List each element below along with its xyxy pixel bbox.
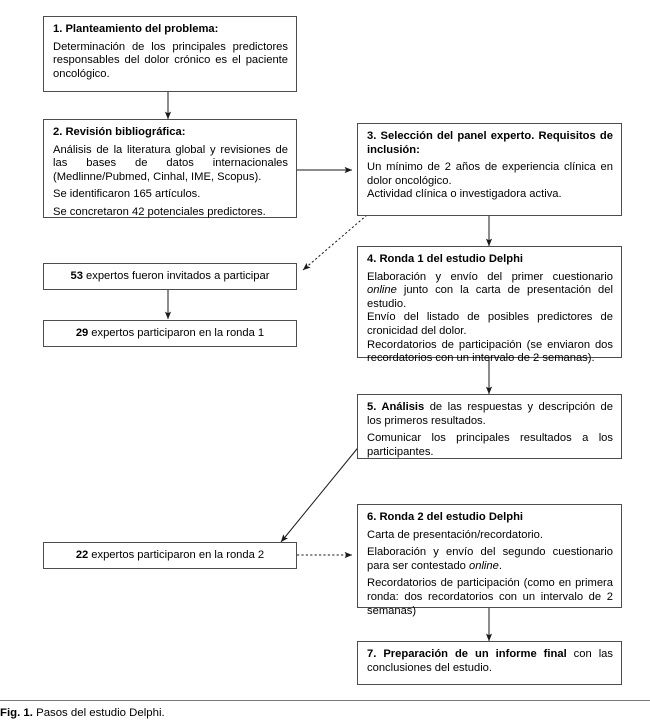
- step-box-6-body-2-part-a: Elaboración y envío del segundo cuestion…: [367, 546, 613, 572]
- step-box-6-body-1: Carta de presentación/recordatorio.: [367, 528, 543, 541]
- figure-caption-text: Pasos del estudio Delphi.: [36, 707, 165, 719]
- step-box-5-heading: 5. Análisis de las respuestas y descripc…: [367, 401, 613, 428]
- step-box-5: 5. Análisis de las respuestas y descripc…: [357, 394, 622, 459]
- result-pill-round2-text: expertos participaron en la ronda 2: [91, 549, 265, 561]
- step-box-5-body-2: Comunicar los principales resultados a l…: [367, 432, 613, 458]
- result-pill-round1-number: 29: [75, 327, 89, 339]
- step-box-6-body-2-emphasis: online: [469, 559, 499, 572]
- result-pill-invited-text: expertos fueron invitados a participar: [86, 270, 270, 282]
- step-box-5-heading-bold: Análisis: [381, 401, 425, 413]
- step-box-7-heading-bold: Preparación de un informe final: [383, 648, 567, 660]
- figure-caption-label: Fig. 1.: [0, 707, 33, 719]
- step-box-4-body-1-part-a: Elaboración y envío del primer cuestiona…: [367, 270, 613, 283]
- step-box-6-heading: 6. Ronda 2 del estudio Delphi: [367, 511, 524, 523]
- step-box-4-body-1-part-b: junto con la carta de presentación del e…: [367, 284, 613, 310]
- step-box-1-body-1: Determinación de los principales predict…: [53, 40, 288, 80]
- step-box-7: 7. Preparación de un informe final con l…: [357, 641, 622, 685]
- step-box-4-body-3: Recordatorios de participación (se envia…: [367, 338, 613, 365]
- step-box-4-body-1-emphasis: online: [367, 284, 397, 297]
- step-box-6-body-3: Recordatorios de participación (como en …: [367, 577, 613, 617]
- step-box-3-body-2: Actividad clínica o investigadora activa…: [367, 188, 562, 201]
- connector-box5-to-round2: [280, 443, 362, 543]
- caption-divider: [0, 700, 650, 701]
- step-box-3-heading: 3. Selección del panel experto. Requisit…: [367, 130, 613, 156]
- step-box-4-body-1: Elaboración y envío del primer cuestiona…: [367, 271, 613, 312]
- step-box-7-heading-rest: con las conclusiones del estudio.: [367, 648, 613, 674]
- result-pill-invited-number: 53: [70, 270, 83, 282]
- step-box-6: 6. Ronda 2 del estudio Delphi Carta de p…: [357, 504, 622, 617]
- result-pill-round1-text: expertos participaron en la ronda 1: [91, 327, 265, 339]
- step-box-7-heading-number: 7.: [367, 648, 384, 660]
- step-box-7-heading: 7. Preparación de un informe final con l…: [367, 648, 613, 675]
- step-box-3-body-1: Un mínimo de 2 años de experiencia clíni…: [367, 161, 613, 187]
- result-pill-round2-number: 22: [75, 549, 89, 561]
- step-box-4: 4. Ronda 1 del estudio Delphi Elaboració…: [357, 246, 622, 364]
- step-box-1-heading: 1. Planteamiento del problema:: [53, 23, 219, 35]
- step-box-3: 3. Selección del panel experto. Requisit…: [357, 123, 622, 216]
- figure-caption: Fig. 1. Pasos del estudio Delphi.: [0, 706, 640, 720]
- step-box-2-body-3: Se concretaron 42 potenciales predictore…: [53, 205, 266, 218]
- step-box-2-body-2: Se identificaron 165 artículos.: [53, 188, 201, 201]
- step-box-4-body-2: Envío del listado de posibles predictore…: [367, 311, 613, 337]
- step-box-4-heading: 4. Ronda 1 del estudio Delphi: [367, 253, 524, 265]
- step-box-1: 1. Planteamiento del problema: Determina…: [43, 16, 297, 92]
- step-box-5-heading-rest: de las respuestas y descripción de los p…: [367, 401, 613, 427]
- step-box-2-heading: 2. Revisión bibliográfica:: [53, 126, 186, 138]
- step-box-6-body-2: Elaboración y envío del segundo cuestion…: [367, 546, 613, 573]
- step-box-5-heading-number: 5.: [367, 401, 382, 413]
- step-box-2: 2. Revisión bibliográfica: Análisis de l…: [43, 119, 297, 218]
- step-box-6-body-2-part-b: .: [498, 559, 502, 572]
- step-box-2-body-1: Análisis de la literatura global y revis…: [53, 143, 288, 183]
